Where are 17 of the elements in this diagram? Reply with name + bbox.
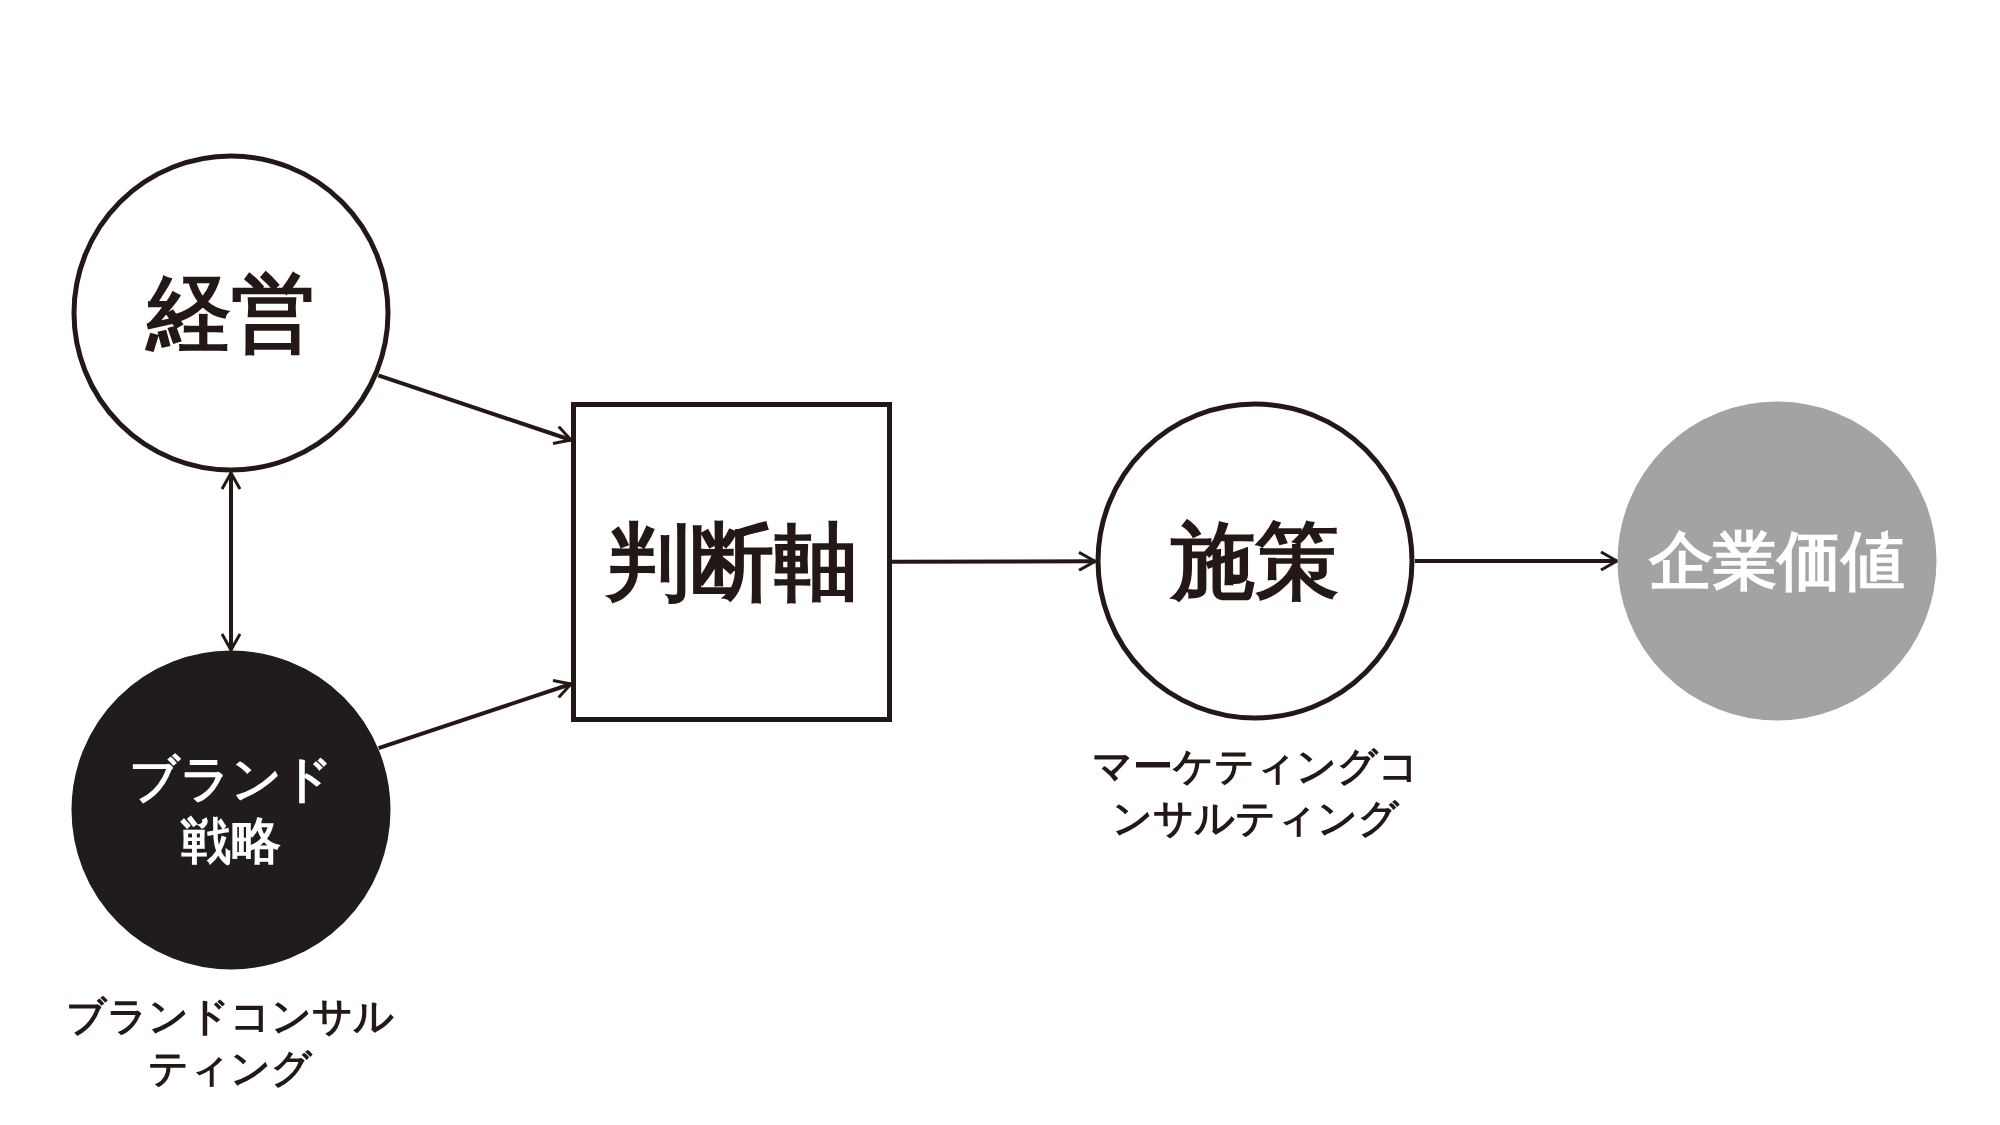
caption-text: ブランドコンサルティング xyxy=(65,992,395,1093)
node-label: 経営 xyxy=(147,262,315,364)
circle-node xyxy=(1095,401,1415,721)
circle-node xyxy=(71,153,391,473)
node-label: ブランド戦略 xyxy=(128,748,334,872)
arrow xyxy=(220,471,242,652)
node-label: 施策 xyxy=(1171,510,1339,612)
arrow xyxy=(377,373,573,445)
node-label: 企業価値 xyxy=(1649,523,1905,600)
arrow xyxy=(1415,550,1619,572)
node-label: 判断軸 xyxy=(605,511,858,613)
arrow xyxy=(892,550,1097,572)
caption-text: マーケティングコンサルティング xyxy=(1090,742,1420,843)
circle-node xyxy=(1617,401,1937,721)
arrow xyxy=(377,679,573,750)
circle-node xyxy=(71,650,391,970)
square-node xyxy=(571,402,892,722)
